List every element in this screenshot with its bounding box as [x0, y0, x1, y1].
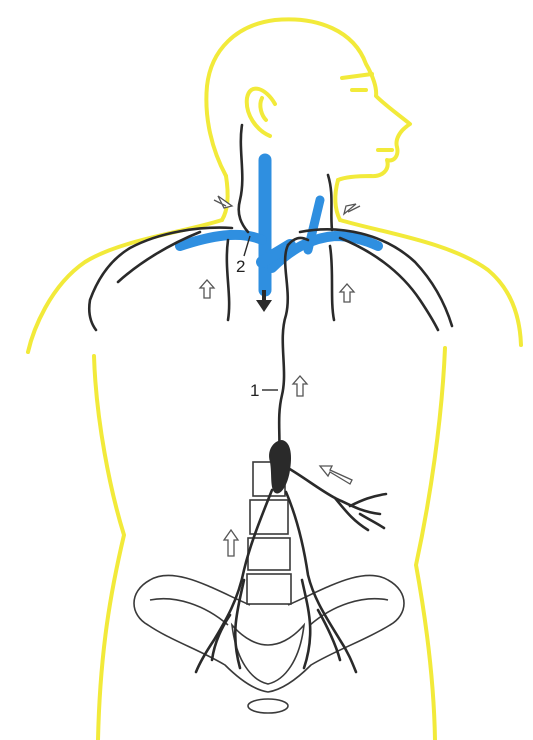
eye-brow	[342, 74, 372, 78]
neck-right	[335, 180, 340, 220]
torso-right	[416, 348, 445, 740]
flow-arrow-icon	[293, 376, 307, 396]
pelvis-outline	[134, 575, 404, 692]
lymph-lumbar-right	[286, 492, 356, 672]
head-outline	[206, 19, 410, 180]
lymph-intestinal-branch-1	[335, 498, 368, 530]
flow-arrow-icon	[200, 280, 214, 298]
flow-arrow-icon	[224, 530, 238, 556]
torso-left	[94, 356, 124, 740]
callout-label-thoracic-duct: 1	[250, 381, 259, 400]
callout-label-right-lymphatic-duct: 2	[236, 257, 245, 276]
lymph-neck-right	[328, 175, 332, 230]
vertebra-3	[248, 538, 290, 570]
body-outline	[28, 19, 521, 740]
sacrum	[232, 625, 304, 684]
lymph-chest-right	[330, 246, 334, 320]
flow-arrow-icon	[344, 204, 360, 214]
lymph-arm-right-2	[340, 238, 438, 330]
lymph-neck-left	[239, 125, 248, 232]
vertebra-4	[247, 574, 291, 604]
lymph-arm-left	[89, 228, 232, 330]
flow-arrow-icon	[340, 284, 354, 302]
coccyx-bone	[248, 699, 288, 713]
lymph-iliac-right	[302, 580, 310, 668]
pelvis-inner-left	[150, 599, 228, 625]
flow-arrow-icon	[320, 466, 352, 484]
lymph-intestinal-branch-2	[350, 494, 386, 506]
ear-inner	[260, 98, 266, 120]
lymph-chest-left	[227, 240, 229, 320]
neck-left	[222, 176, 228, 220]
thoracic-duct	[278, 245, 288, 470]
